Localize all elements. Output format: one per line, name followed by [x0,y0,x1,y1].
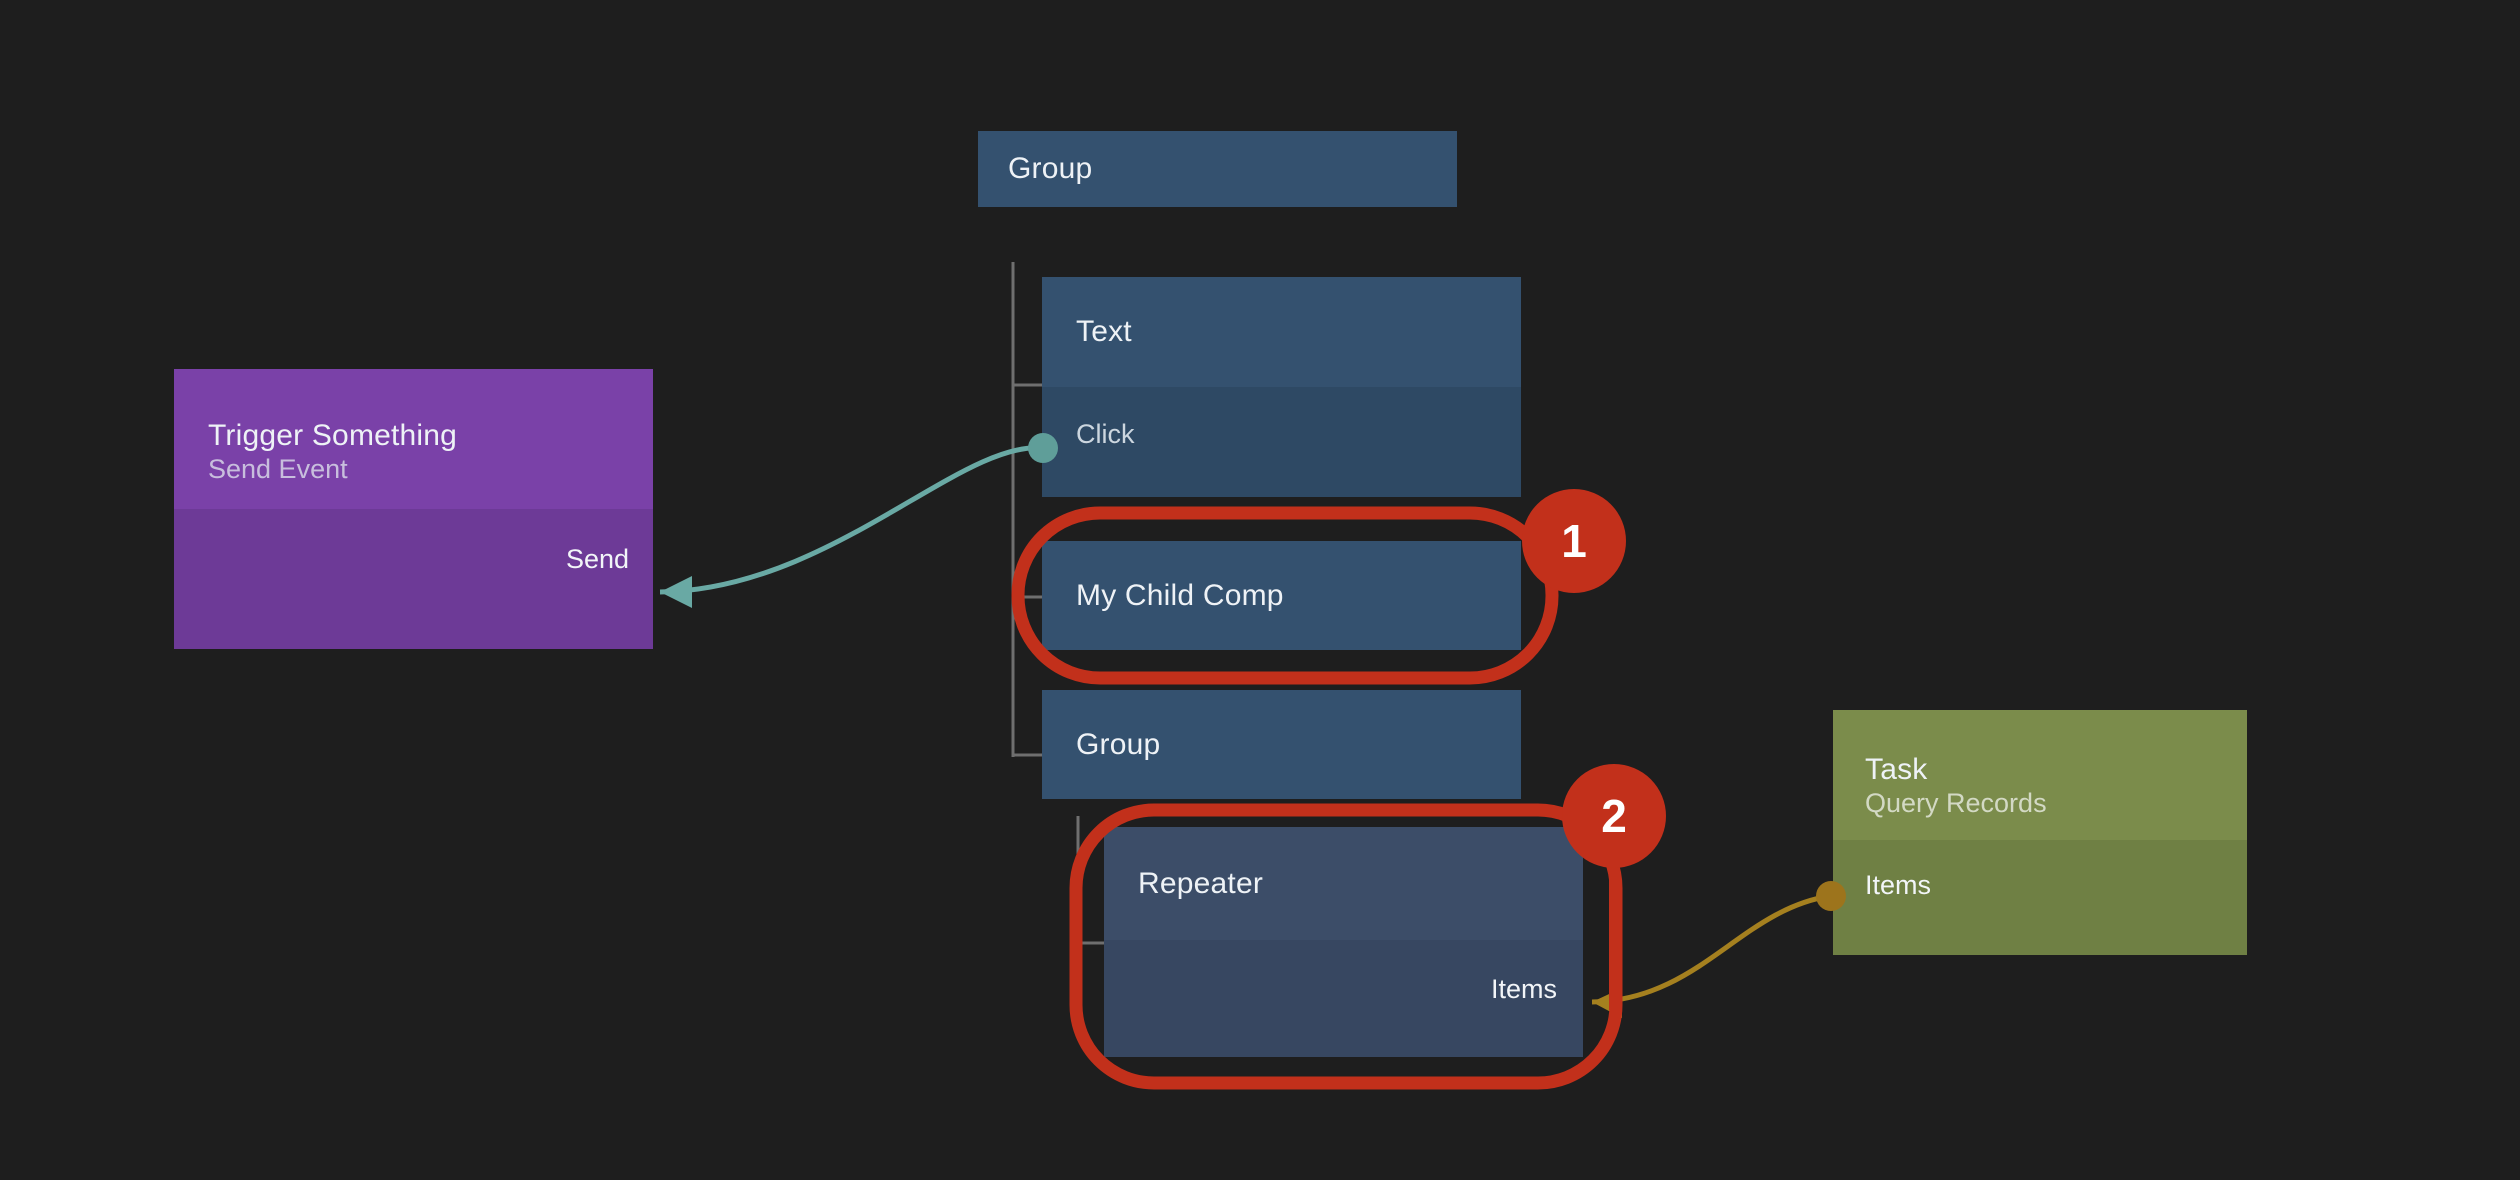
my-child-comp-title: My Child Comp [1076,578,1284,612]
group-root-node[interactable]: Group [978,131,1457,207]
trigger-node-title: Trigger Something [208,419,458,452]
repeater-node[interactable]: Repeater Items [1104,827,1583,1057]
group-child-title: Group [1076,727,1161,761]
task-node-body: Items [1833,840,2247,955]
trigger-send-port-label: Send [565,544,629,574]
text-node-title: Text [1076,315,1132,348]
trigger-node-header: Trigger Something Send Event [174,369,653,509]
wire-click-to-send [659,433,1058,608]
repeater-items-port-label: Items [1490,974,1557,1004]
annotation-badge-1: 1 [1522,489,1626,593]
repeater-node-title: Repeater [1138,866,1264,900]
task-items-port-label: Items [1865,870,1932,900]
repeater-items-port-row[interactable]: Items [1491,974,1557,1004]
group-child-header: Group [1042,690,1521,799]
text-click-port-label: Click [1076,419,1135,449]
trigger-node-subtitle: Send Event [208,454,348,484]
repeater-node-header: Repeater [1104,827,1583,940]
my-child-comp-node[interactable]: My Child Comp [1042,541,1521,650]
text-node-header: Text [1042,277,1521,387]
text-click-port-row[interactable]: Click [1076,419,1135,449]
group-root-header: Group [978,131,1457,207]
task-items-port-row[interactable]: Items [1865,870,1931,900]
task-node-subtitle: Query Records [1865,788,2047,818]
trigger-send-port-row[interactable]: Send [566,544,629,574]
annotation-badge-1-number: 1 [1561,515,1587,567]
task-node-header: Task Query Records [1833,710,2247,840]
wire-task-items-to-repeater-items [1591,881,1846,1018]
group-child-node[interactable]: Group [1042,690,1521,799]
task-node[interactable]: Task Query Records Items [1833,710,2247,955]
trigger-something-node[interactable]: Trigger Something Send Event Send [174,369,653,649]
my-child-comp-header: My Child Comp [1042,541,1521,650]
task-node-title: Task [1865,753,1928,786]
text-node-body: Click [1042,387,1521,497]
trigger-node-body: Send [174,509,653,649]
text-node[interactable]: Text Click [1042,277,1521,497]
annotation-badge-2-number: 2 [1601,790,1627,842]
group-root-title: Group [1008,152,1093,185]
repeater-node-body: Items [1104,940,1583,1057]
annotation-badge-2: 2 [1562,764,1666,868]
